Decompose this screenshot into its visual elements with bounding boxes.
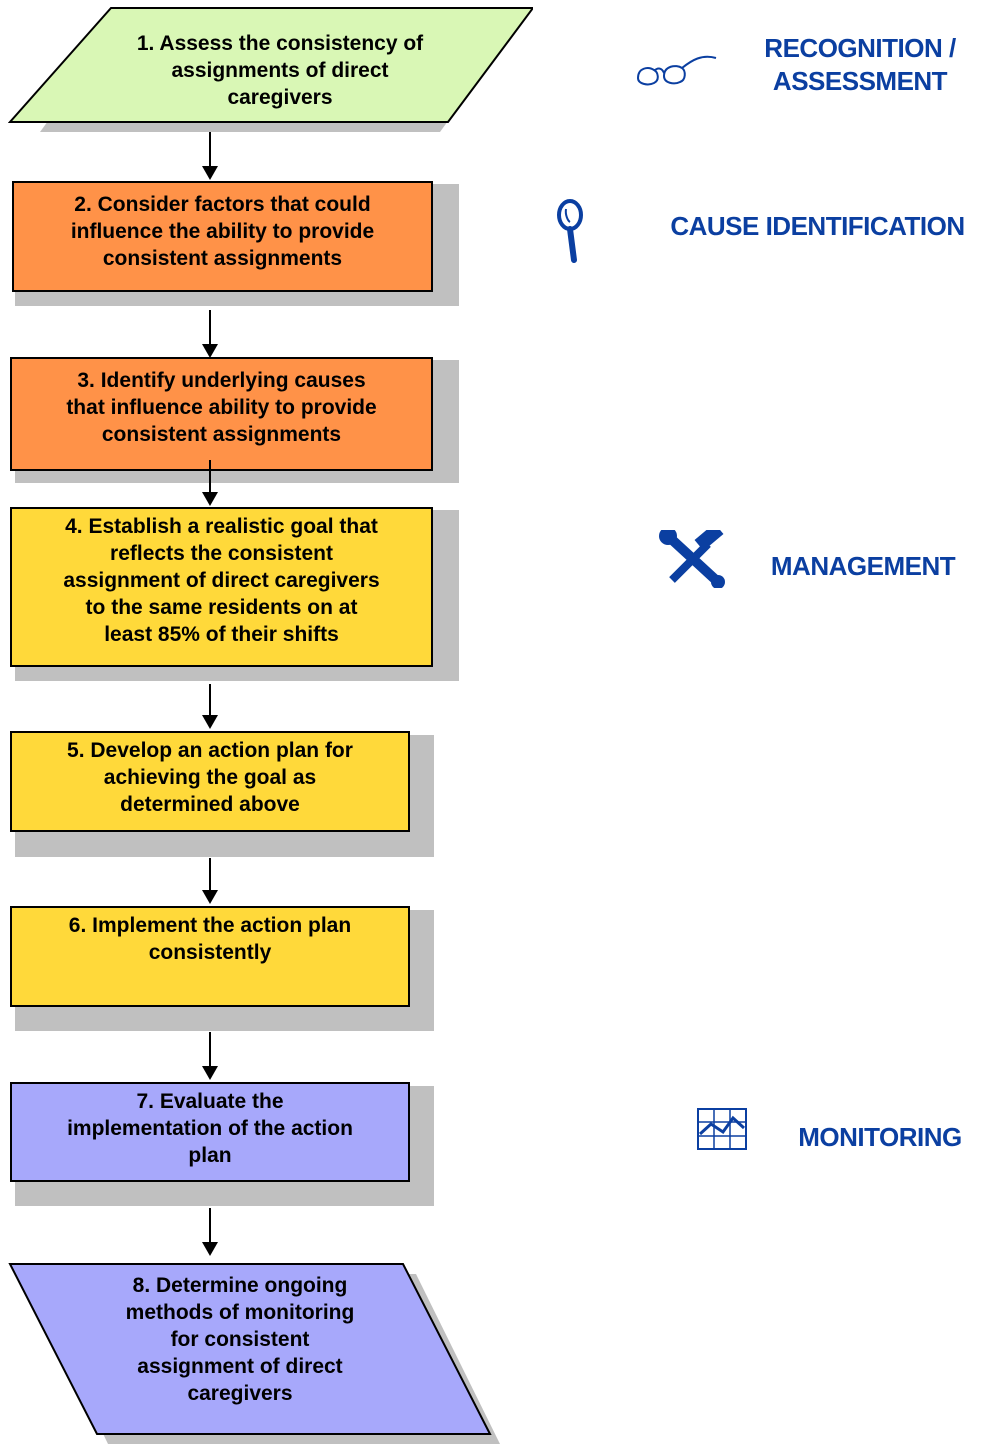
phase-management-label: MANAGEMENT bbox=[770, 551, 956, 581]
glasses-icon bbox=[636, 55, 717, 86]
arrow-5-6 bbox=[202, 858, 218, 904]
step-6-box: 6. Implement the action plan consistentl… bbox=[10, 906, 410, 1007]
arrow-7-8 bbox=[202, 1208, 218, 1256]
chart-icon bbox=[697, 1108, 747, 1150]
arrow-3-4 bbox=[202, 460, 218, 506]
step-7-box: 7. Evaluate the implementation of the ac… bbox=[10, 1082, 410, 1182]
step-1-shape bbox=[8, 7, 533, 132]
step-2-box: 2. Consider factors that could influence… bbox=[12, 181, 433, 292]
arrow-1-2 bbox=[202, 132, 218, 180]
phase-recognition-label: RECOGNITION / ASSESSMENT bbox=[764, 33, 956, 96]
step-3-box: 3. Identify underlying causes that influ… bbox=[10, 357, 433, 471]
arrow-4-5 bbox=[202, 684, 218, 729]
tools-icon bbox=[659, 530, 725, 588]
arrow-6-7 bbox=[202, 1032, 218, 1080]
step-8-text: 8. Determine ongoing methods of monitori… bbox=[125, 1274, 355, 1405]
phase-cause-label: CAUSE IDENTIFICATION bbox=[670, 211, 965, 241]
step-4-box: 4. Establish a realistic goal that refle… bbox=[10, 507, 433, 667]
step-8-shape bbox=[8, 1263, 500, 1444]
step-1-text: 1. Assess the consistency of assignments… bbox=[136, 32, 424, 109]
arrow-2-3 bbox=[202, 310, 218, 358]
magnifier-icon bbox=[557, 199, 583, 263]
step-5-box: 5. Develop an action plan for achieving … bbox=[10, 731, 410, 832]
phase-monitoring-label: MONITORING bbox=[798, 1122, 962, 1152]
